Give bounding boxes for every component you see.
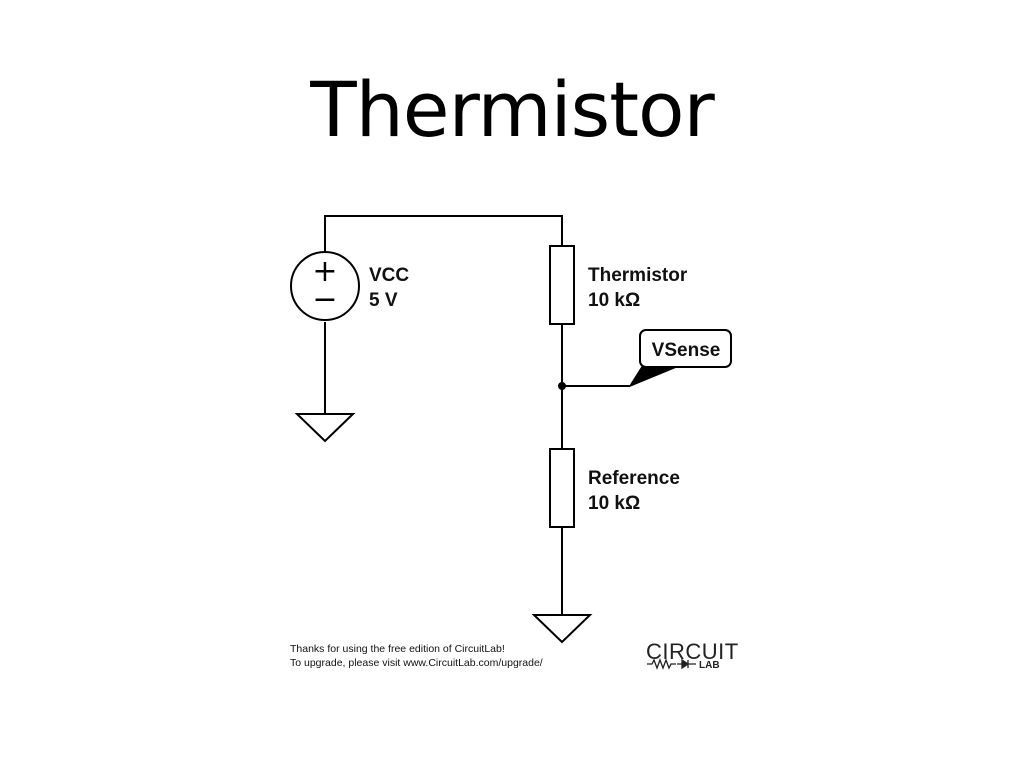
ground-symbol-left <box>294 413 356 443</box>
footer-line-2: To upgrade, please visit www.CircuitLab.… <box>290 657 543 669</box>
footer-line-1: Thanks for using the free edition of Cir… <box>290 643 505 655</box>
net-label-pointer <box>629 366 677 387</box>
slide-title: Thermistor <box>310 65 715 154</box>
logo-diode-icon <box>677 658 696 670</box>
vcc-name-label: VCC <box>369 265 409 286</box>
voltage-source-vcc: + − <box>290 251 360 321</box>
logo-resistor-icon <box>647 658 676 670</box>
minus-symbol: − <box>312 282 337 317</box>
wire-top-rail <box>324 215 563 286</box>
thermistor-value-label: 10 kΩ <box>588 290 640 311</box>
plus-symbol: + <box>312 254 337 289</box>
net-label-box <box>639 329 732 368</box>
ground-symbol-right <box>531 614 593 644</box>
thermistor-resistor <box>549 245 575 325</box>
voltage-source-circle <box>290 251 360 321</box>
vcc-value-label: 5 V <box>369 290 398 311</box>
reference-value-label: 10 kΩ <box>588 493 640 514</box>
logo-text-bottom: LAB <box>699 660 720 671</box>
junction-dot <box>558 382 566 390</box>
net-label-vsense: VSense <box>652 340 721 361</box>
reference-resistor <box>549 448 575 528</box>
thermistor-name-label: Thermistor <box>588 265 688 286</box>
reference-name-label: Reference <box>588 468 680 489</box>
logo-text-top: CIRCUIT <box>646 639 739 664</box>
circuitlab-logo: CIRCUIT LAB <box>646 639 739 671</box>
